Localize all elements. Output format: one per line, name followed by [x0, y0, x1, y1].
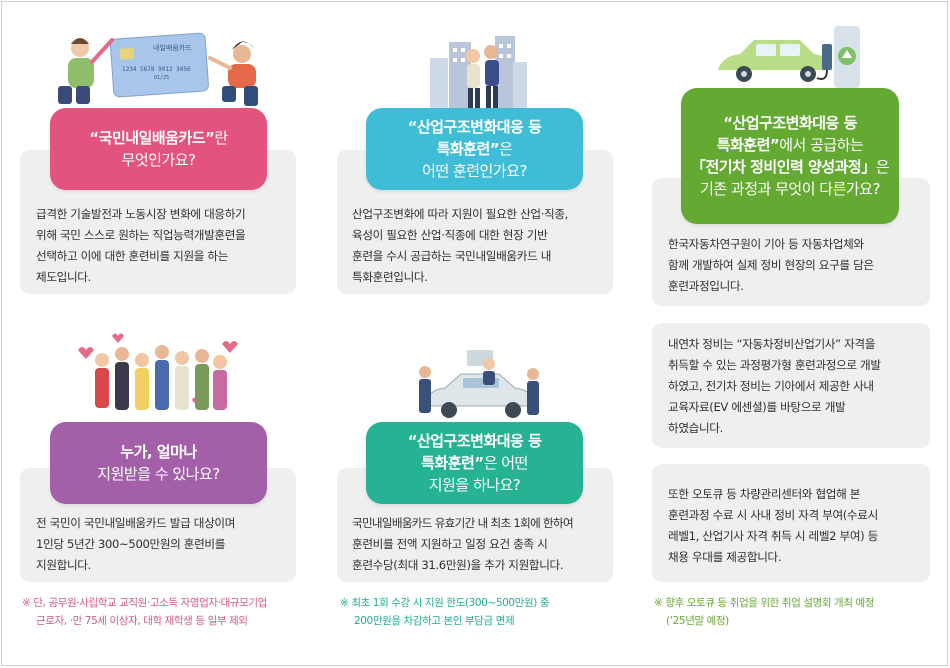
section3-bubble-line1: “산업구조변화대응 등	[723, 114, 857, 132]
text-line: 산업구조변화에 따라 지원이 필요한 산업·직종,	[352, 207, 569, 221]
text-line: 급격한 기술발전과 노동시장 변화에 대응하기	[36, 207, 246, 221]
illustration-people-with-card: 내일배움카드 1234 5678 9012 3456 01/25	[50, 28, 275, 110]
section4-bubble-line2: 지원받을 수 있나요?	[97, 465, 220, 483]
section2-bubble: “산업구조변화대응 등 특화훈련”은 어떤 훈련인가요?	[366, 108, 583, 190]
illustration-ev-charging	[710, 24, 870, 90]
section3-bubble-line4: 기존 과정과 무엇이 다른가요?	[700, 180, 880, 198]
text-line: 하였고, 전기차 정비는 기아에서 제공한 사내	[668, 379, 874, 393]
section3-card3-body: 또한 오토큐 등 차량관리센터와 협업해 본 훈련과정 수료 시 사내 정비 자…	[668, 484, 928, 568]
section3-bubble-line2: 특화훈련”에서 공급하는	[716, 136, 864, 154]
section4-bubble: 누가, 얼마나 지원받을 수 있나요?	[50, 422, 267, 504]
text-line: 특화훈련입니다.	[352, 270, 428, 284]
section5-body: 국민내일배움카드 유효기간 내 최초 1회에 한하여 훈련비를 전액 지원하고 …	[352, 513, 610, 576]
section2-bubble-line1: “산업구조변화대응 등	[407, 118, 542, 136]
section3-note: ※ 향후 오토큐 등 취업을 위한 취업 설명회 개최 예정 (‘25년말 예정…	[654, 594, 944, 630]
text-line: 레벨1, 산업기사 자격 취득 시 레벨2 부여) 등	[668, 529, 878, 543]
section5-bubble-line3: 지원을 하나요?	[428, 476, 521, 494]
section5-bubble: “산업구조변화대응 등 특화훈련”은 어떤 지원을 하나요?	[366, 422, 583, 504]
note-line: (‘25년말 예정)	[666, 615, 729, 627]
section3-card2-body: 내연차 정비는 “자동차정비산업기사” 자격을 취득할 수 있는 과정평가형 훈…	[668, 334, 928, 439]
section1-body: 급격한 기술발전과 노동시장 변화에 대응하기 위해 국민 스스로 원하는 직업…	[36, 204, 291, 288]
section1-bubble-line2: 무엇인가요?	[121, 151, 196, 169]
text-line: 교육자료(EV 에센셜)를 바탕으로 개발	[668, 400, 846, 414]
illustration-city-workers	[425, 28, 530, 110]
text-line: 함께 개발하여 실제 정비 현장의 요구를 담은	[668, 258, 874, 272]
text-line: 취득할 수 있는 과정평가형 훈련과정으로 개발	[668, 358, 881, 372]
text-line: 내연차 정비는 “자동차정비산업기사” 자격을	[668, 337, 876, 351]
illustration-car-mechanics	[415, 348, 545, 424]
text-line: 국민내일배움카드 유효기간 내 최초 1회에 한하여	[352, 516, 574, 530]
text-line: 선택하고 이에 대한 훈련비를 지원을 하는	[36, 249, 229, 263]
card-number: 1234 5678 9012 3456	[122, 66, 191, 73]
note-line: ※ 향후 오토큐 등 취업을 위한 취업 설명회 개최 예정	[654, 597, 875, 609]
text-line: 한국자동차연구원이 기아 등 자동차업체와	[668, 237, 864, 251]
section5-bubble-line1: “산업구조변화대응 등	[407, 432, 542, 450]
section2-bubble-line3: 어떤 훈련인가요?	[422, 162, 527, 180]
card-expiry: 01/25	[154, 75, 169, 81]
section5-bubble-line2: 특화훈련”은 어떤	[421, 454, 528, 472]
text-line: 훈련과정 수료 시 사내 정비 자격 부여(수료시	[668, 508, 878, 522]
text-line: 하였습니다.	[668, 421, 723, 435]
text-line: 육성이 필요한 산업·직종에 대한 현장 기반	[352, 228, 548, 242]
section4-note: ※ 단, 공무원·사립학교 교직원·고소득 자영업자·대규모기업 근로자, ·만…	[22, 594, 322, 630]
text-line: 전 국민이 국민내일배움카드 발급 대상이며	[36, 516, 236, 530]
text-line: 훈련수당(최대 31.6만원)을 추가 지원합니다.	[352, 558, 564, 572]
section1-bubble: “국민내일배움카드”란 무엇인가요?	[50, 108, 267, 190]
note-line: 200만원을 차감하고 본인 부담금 면제	[354, 615, 515, 627]
text-line: 또한 오토큐 등 차량관리센터와 협업해 본	[668, 487, 861, 501]
text-line: 채용 우대를 제공합니다.	[668, 550, 782, 564]
note-line: ※ 단, 공무원·사립학교 교직원·고소득 자영업자·대규모기업	[22, 597, 267, 609]
text-line: 훈련과정입니다.	[668, 279, 744, 293]
card-label: 내일배움카드	[153, 43, 192, 52]
section1-bubble-line1: “국민내일배움카드”란	[89, 129, 228, 147]
section2-bubble-line2: 특화훈련”은	[436, 140, 513, 158]
text-line: 1인당 5년간 300~500만원의 훈련비를	[36, 537, 226, 551]
note-line: 근로자, ·만 75세 이상자, 대학 재학생 등 일부 제외	[36, 615, 248, 627]
section5-note: ※ 최초 1회 수강 시 지원 한도(300~500만원) 중 200만원을 차…	[340, 594, 630, 630]
section3-card3	[652, 464, 930, 582]
text-line: 위해 국민 스스로 원하는 직업능력개발훈련을	[36, 228, 246, 242]
section3-bubble-line3: 「전기차 정비인력 양성과정」은	[690, 158, 890, 176]
text-line: 지원합니다.	[36, 558, 91, 572]
text-line: 훈련을 수시 공급하는 국민내일배움카드 내	[352, 249, 552, 263]
section4-bubble-line1: 누가, 얼마나	[120, 443, 197, 461]
section2-body: 산업구조변화에 따라 지원이 필요한 산업·직종, 육성이 필요한 산업·직종에…	[352, 204, 610, 288]
text-line: 훈련비를 전액 지원하고 일정 요건 충족 시	[352, 537, 548, 551]
section3-card2	[652, 323, 930, 448]
section4-body: 전 국민이 국민내일배움카드 발급 대상이며 1인당 5년간 300~500만원…	[36, 513, 291, 576]
note-line: ※ 최초 1회 수강 시 지원 한도(300~500만원) 중	[340, 597, 550, 609]
illustration-crowd-celebrating	[72, 330, 242, 422]
text-line: 제도입니다.	[36, 270, 91, 284]
section3-bubble: “산업구조변화대응 등 특화훈련”에서 공급하는 「전기차 정비인력 양성과정」…	[681, 88, 899, 224]
section3-card1-body: 한국자동차연구원이 기아 등 자동차업체와 함께 개발하여 실제 정비 현장의 …	[668, 234, 928, 297]
